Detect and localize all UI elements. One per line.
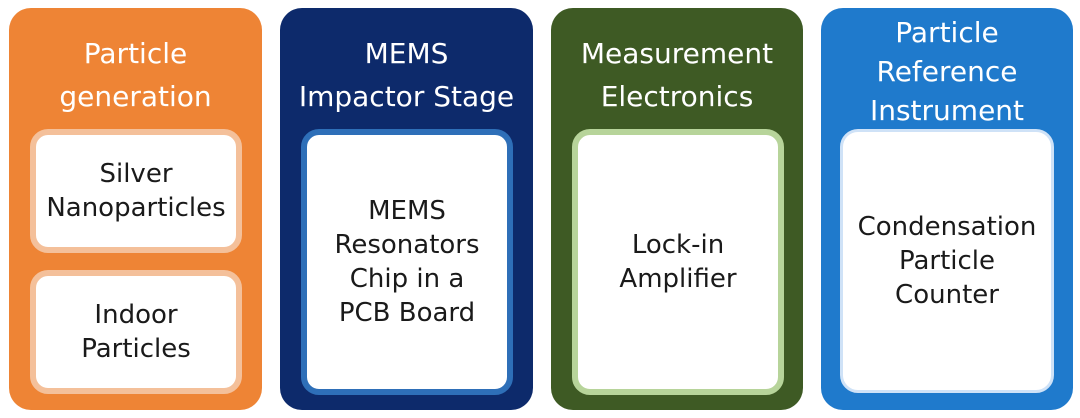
card-line: Silver [99,159,173,189]
title-line: Reference [876,55,1018,88]
panel-particle-generation: Particle generation Silver Nanoparticles… [9,8,262,410]
card-mems-resonators-chip: MEMS Resonators Chip in a PCB Board [301,129,513,395]
title-line: Impactor Stage [298,80,515,113]
title-line: generation [59,80,212,113]
card-line: Amplifier [619,264,737,294]
card-silver-nanoparticles: Silver Nanoparticles [30,129,242,253]
card-indoor-particles: Indoor Particles [30,270,242,394]
card-line: MEMS [368,196,446,226]
panel-title: MEMS Impactor Stage [280,32,533,118]
card-line: Lock-in [631,230,725,260]
panel-title: Particle generation [9,32,262,118]
panel-particle-reference-instrument: Particle Reference Instrument Condensati… [821,8,1073,410]
watermark-text: MEMS [966,358,1032,383]
title-line: Particle [83,37,188,70]
title-line: MEMS [364,37,449,70]
title-line: Particle [895,16,999,49]
card-line: Particle [898,246,996,276]
card-line: Condensation [857,212,1037,242]
card-lock-in-amplifier: Lock-in Amplifier [572,129,784,395]
card-line: Chip in a [349,264,465,294]
card-line: Counter [895,280,999,310]
title-line: Instrument [869,94,1025,127]
wechat-icon [924,356,962,386]
card-line: Particles [81,334,191,364]
card-condensation-particle-counter: Condensation Particle Counter [840,129,1054,393]
panel-title: Measurement Electronics [551,32,803,118]
title-line: Electronics [600,80,754,113]
card-line: Indoor [94,300,178,330]
panel-title: Particle Reference Instrument [821,13,1073,130]
panel-measurement-electronics: Measurement Electronics Lock-in Amplifie… [551,8,803,410]
card-line: PCB Board [338,298,476,328]
title-line: Measurement [580,37,774,70]
card-line: Resonators [334,230,480,260]
card-line: Nanoparticles [46,193,226,223]
watermark: MEMS [924,356,1032,386]
panel-mems-impactor-stage: MEMS Impactor Stage MEMS Resonators Chip… [280,8,533,410]
